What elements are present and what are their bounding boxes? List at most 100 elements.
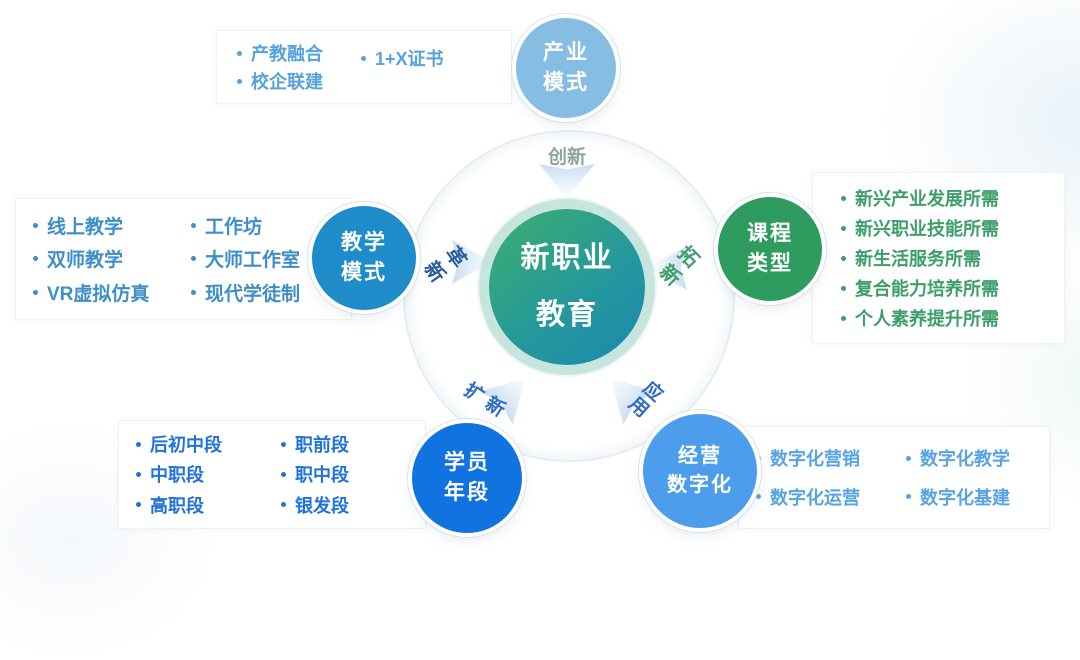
- operation-digitalization-panel: 数字化营销 数字化运营 数字化教学 数字化基建: [738, 426, 1050, 529]
- arrow-label-top: 创新: [547, 147, 586, 168]
- bullet-icon: [191, 223, 196, 229]
- list-item-label: 1+X证书: [375, 49, 444, 69]
- list-item-label: 银发段: [295, 495, 349, 516]
- list-item: 大师工作室: [191, 245, 300, 272]
- panel-column: 工作坊 大师工作室 现代学徒制: [191, 209, 300, 309]
- bullet-icon: [237, 78, 242, 84]
- bullet-icon: [33, 256, 38, 262]
- bullet-icon: [841, 195, 846, 201]
- bullet-icon: [361, 55, 366, 61]
- bullet-icon: [281, 471, 286, 477]
- list-item-label: 新生活服务所需: [855, 249, 981, 269]
- list-item-label: 数字化基建: [920, 487, 1010, 508]
- list-item: 高职段: [136, 492, 281, 518]
- student-age-panel: 后初中段 中职段 高职段 职前段 职中段 银发段: [118, 420, 426, 529]
- bullet-icon: [136, 441, 141, 447]
- center-title-line1: 新职业: [520, 242, 614, 274]
- list-item-label: 职前段: [295, 435, 349, 456]
- list-item: 新兴职业技能所需: [841, 215, 1064, 241]
- bullet-icon: [841, 225, 846, 231]
- list-item: 数字化运营: [756, 484, 906, 510]
- node-label-line: 年段: [444, 481, 490, 504]
- node-label-line: 类型: [747, 252, 793, 275]
- list-item-label: 中职段: [150, 465, 204, 486]
- list-item: 中职段: [136, 461, 281, 487]
- panel-column: 数字化教学 数字化基建: [906, 439, 1010, 516]
- teaching-model-panel: 线上教学 双师教学 VR虚拟仿真 工作坊 大师工作室 现代学徒制: [15, 198, 352, 320]
- list-item-label: 个人素养提升所需: [855, 309, 999, 329]
- list-item: VR虚拟仿真: [33, 279, 191, 306]
- list-item-label: 产教融合: [251, 44, 323, 64]
- node-operation-digitalization: 经营 数字化: [643, 414, 757, 528]
- list-item: 数字化教学: [906, 445, 1010, 471]
- list-item: 数字化基建: [906, 484, 1010, 510]
- panel-column: 新兴产业发展所需 新兴职业技能所需 新生活服务所需 复合能力培养所需 个人素养提…: [841, 183, 1064, 333]
- center-node-new-vocational-education: 新职业 教育: [489, 209, 645, 365]
- bullet-icon: [841, 315, 846, 321]
- node-label-line: 学员: [444, 450, 490, 474]
- bullet-icon: [33, 223, 38, 229]
- bullet-icon: [756, 494, 761, 500]
- bullet-icon: [906, 455, 911, 461]
- center-title-line2: 教育: [535, 299, 598, 331]
- bullet-icon: [33, 289, 38, 295]
- list-item-label: 数字化教学: [920, 449, 1010, 470]
- list-item: 复合能力培养所需: [841, 275, 1064, 301]
- panel-column: 线上教学 双师教学 VR虚拟仿真: [33, 209, 191, 309]
- course-type-panel: 新兴产业发展所需 新兴职业技能所需 新生活服务所需 复合能力培养所需 个人素养提…: [812, 172, 1065, 344]
- node-label-line: 经营: [678, 445, 722, 467]
- node-course-type: 课程 类型: [718, 197, 822, 301]
- node-label-line: 数字化: [667, 474, 733, 496]
- list-item: 工作坊: [191, 212, 300, 239]
- bullet-icon: [136, 471, 141, 477]
- node-label-line: 产业: [543, 40, 589, 64]
- list-item-label: 后初中段: [150, 435, 222, 456]
- bullet-icon: [841, 255, 846, 261]
- list-item: 职前段: [281, 431, 349, 457]
- list-item-label: 线上教学: [47, 217, 124, 239]
- node-label-line: 模式: [543, 71, 589, 94]
- list-item: 现代学徒制: [191, 279, 300, 306]
- bullet-icon: [906, 494, 911, 500]
- panel-column: 产教融合 校企联建: [237, 39, 323, 95]
- list-item: 产教融合: [237, 40, 323, 66]
- bullet-icon: [756, 455, 761, 461]
- list-item-label: 工作坊: [205, 217, 263, 239]
- list-item: 后初中段: [136, 431, 281, 457]
- list-item: 新兴产业发展所需: [841, 185, 1064, 211]
- bullet-icon: [191, 256, 196, 262]
- list-item: 新生活服务所需: [841, 245, 1064, 271]
- list-item: 数字化营销: [756, 445, 906, 471]
- list-item-label: 高职段: [150, 495, 204, 516]
- list-item: 线上教学: [33, 212, 191, 239]
- node-student-age-group: 学员 年段: [412, 423, 522, 533]
- list-item-label: 数字化运营: [770, 487, 860, 508]
- list-item-label: 新兴产业发展所需: [855, 189, 999, 209]
- list-item: 职中段: [281, 461, 349, 487]
- list-item-label: VR虚拟仿真: [47, 283, 150, 305]
- list-item-label: 大师工作室: [205, 250, 301, 272]
- panel-column: 数字化营销 数字化运营: [756, 439, 906, 516]
- node-label-line: 课程: [747, 221, 793, 245]
- list-item: 双师教学: [33, 245, 191, 272]
- list-item-label: 现代学徒制: [205, 283, 301, 305]
- bullet-icon: [281, 502, 286, 508]
- node-industry-model: 产业 模式: [516, 18, 616, 118]
- bullet-icon: [237, 50, 242, 56]
- bullet-icon: [191, 289, 196, 295]
- panel-column: 职前段 职中段 银发段: [281, 429, 349, 520]
- panel-column: 后初中段 中职段 高职段: [136, 429, 281, 520]
- industry-model-panel: 产教融合 校企联建 1+X证书: [216, 30, 512, 104]
- list-item-label: 新兴职业技能所需: [855, 219, 999, 239]
- list-item-label: 双师教学: [47, 250, 124, 272]
- bullet-icon: [281, 441, 286, 447]
- list-item: 银发段: [281, 492, 349, 518]
- list-item: 个人素养提升所需: [841, 305, 1064, 331]
- node-label-line: 教学: [341, 230, 387, 254]
- list-item-label: 职中段: [295, 465, 349, 486]
- bullet-icon: [136, 502, 141, 508]
- panel-column: 1+X证书: [361, 39, 444, 95]
- list-item: 1+X证书: [361, 45, 444, 71]
- list-item-label: 复合能力培养所需: [855, 279, 999, 299]
- bullet-icon: [841, 285, 846, 291]
